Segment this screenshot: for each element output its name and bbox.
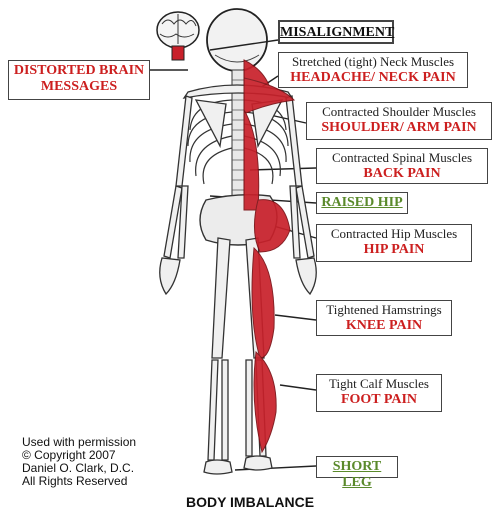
hip-muscle [254, 199, 291, 253]
calf-label: Tight Calf Muscles FOOT PAIN [316, 374, 442, 412]
spine-main: BACK PAIN [363, 165, 441, 181]
diagram-title: BODY IMBALANCE [185, 494, 315, 510]
spine-label: Contracted Spinal Muscles BACK PAIN [316, 148, 488, 184]
raised-hip-label: RAISED HIP [316, 192, 408, 214]
hamstring-sub: Tightened Hamstrings [326, 302, 442, 317]
hamstring-muscle [251, 246, 275, 359]
neck-label: Stretched (tight) Neck Muscles HEADACHE/… [278, 52, 468, 88]
raised-hip-text: RAISED HIP [321, 195, 403, 210]
misalignment-label: MISALIGNMENT [278, 20, 394, 44]
brain-label: DISTORTED BRAIN MESSAGES [8, 60, 150, 100]
highlighted-muscles [243, 59, 296, 454]
copyright-notice: Used with permission © Copyright 2007 Da… [22, 436, 136, 488]
shoulder-main: SHOULDER/ ARM PAIN [321, 119, 477, 135]
neck-sub: Stretched (tight) Neck Muscles [291, 54, 455, 69]
calf-main: FOOT PAIN [340, 391, 418, 407]
skull [206, 8, 268, 72]
brain-text: DISTORTED BRAIN MESSAGES [13, 63, 145, 95]
arms [159, 95, 317, 296]
shoulder-muscle [243, 77, 296, 115]
hip-main: HIP PAIN [363, 241, 425, 257]
hip-sub: Contracted Hip Muscles [330, 226, 458, 241]
hamstring-label: Tightened Hamstrings KNEE PAIN [316, 300, 452, 336]
brain-icon [156, 11, 200, 61]
calf-muscle [253, 350, 277, 454]
credit-line-2: © Copyright 2007 [22, 448, 116, 462]
credit-line-4: All Rights Reserved [22, 474, 128, 488]
shoulder-label: Contracted Shoulder Muscles SHOULDER/ AR… [306, 102, 492, 140]
short-leg-text: SHORT LEG [332, 459, 382, 491]
misalignment-text: MISALIGNMENT [280, 25, 395, 40]
hamstring-main: KNEE PAIN [345, 317, 423, 333]
neck-main: HEADACHE/ NECK PAIN [290, 69, 456, 85]
shoulder-sub: Contracted Shoulder Muscles [322, 104, 476, 119]
calf-sub: Tight Calf Muscles [329, 376, 429, 391]
spine-sub: Contracted Spinal Muscles [331, 150, 473, 165]
credit-line-1: Used with permission [22, 435, 137, 449]
short-leg-label: SHORT LEG [316, 456, 398, 490]
credit-line-3: Daniel O. Clark, D.C. [22, 461, 135, 475]
hip-label: Contracted Hip Muscles HIP PAIN [316, 224, 472, 262]
